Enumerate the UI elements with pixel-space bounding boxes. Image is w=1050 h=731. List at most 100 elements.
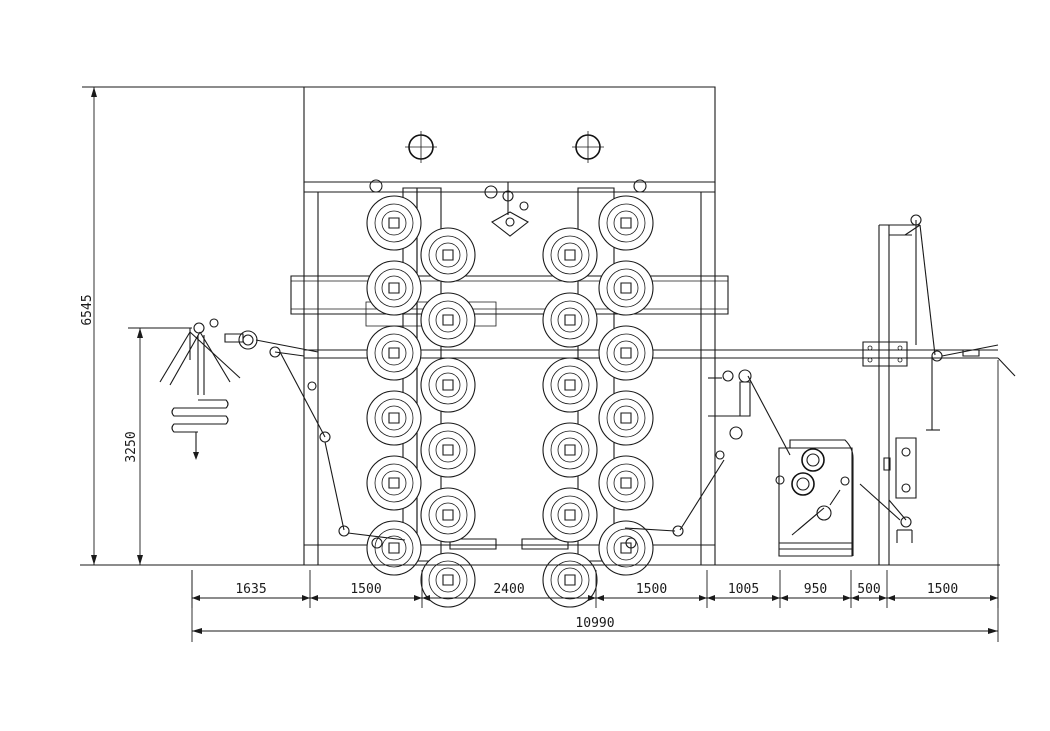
dim-arrow — [596, 595, 604, 601]
cylinder-hub — [565, 510, 575, 520]
dim-arrow — [422, 595, 430, 601]
dim-total-width: 10990 — [575, 616, 614, 631]
drying-cylinder — [382, 406, 406, 430]
drying-cylinder — [436, 438, 460, 462]
drying-cylinder — [551, 431, 589, 469]
dim-arrow — [772, 595, 780, 601]
drying-cylinders — [367, 180, 653, 607]
dim-segment-label: 1005 — [728, 582, 759, 597]
cylinder-hub — [621, 478, 631, 488]
dimensions — [82, 87, 998, 642]
exit-unit — [625, 215, 1015, 565]
drying-cylinder — [375, 204, 413, 242]
drying-cylinder — [558, 438, 582, 462]
cylinder-hub — [443, 445, 453, 455]
drying-cylinder — [436, 373, 460, 397]
drying-cylinder — [558, 243, 582, 267]
drying-cylinder — [436, 503, 460, 527]
drying-cylinder — [551, 561, 589, 599]
cylinder-hub — [389, 283, 399, 293]
drying-cylinder — [558, 503, 582, 527]
dim-arrow — [310, 595, 318, 601]
dim-segment-label: 2400 — [493, 582, 524, 597]
drying-cylinder — [436, 308, 460, 332]
cylinder-hub — [389, 543, 399, 553]
drying-cylinder — [375, 399, 413, 437]
cylinder-hub — [443, 575, 453, 585]
drying-cylinder — [551, 496, 589, 534]
main-frame — [291, 182, 728, 565]
cabinet-top — [304, 87, 715, 182]
center-tension-unit — [485, 182, 528, 236]
drying-cylinder — [382, 211, 406, 235]
drying-cylinder — [558, 568, 582, 592]
drying-cylinder — [614, 406, 638, 430]
drying-cylinder — [551, 236, 589, 274]
drying-cylinder — [614, 471, 638, 495]
drying-cylinder — [558, 373, 582, 397]
dim-arrow — [990, 595, 998, 601]
drying-cylinder — [382, 276, 406, 300]
dim-segment-label: 1500 — [927, 582, 958, 597]
cylinder-hub — [389, 413, 399, 423]
drying-cylinder — [429, 431, 467, 469]
dim-segment-label: 1635 — [235, 582, 266, 597]
dim-segment-label: 1500 — [350, 582, 381, 597]
cylinder-hub — [389, 348, 399, 358]
dim-segment-label: 500 — [857, 582, 880, 597]
drying-cylinder — [375, 334, 413, 372]
cylinder-hub — [443, 250, 453, 260]
dim-height-total: 6545 — [80, 294, 95, 325]
drying-cylinder — [614, 211, 638, 235]
dim-arrow — [192, 595, 200, 601]
guide-roller — [634, 180, 646, 192]
drying-cylinder — [429, 236, 467, 274]
dim-arrow — [707, 595, 715, 601]
dim-arrow — [879, 595, 887, 601]
drying-cylinder — [382, 471, 406, 495]
dim-arrow — [302, 595, 310, 601]
cylinder-hub — [621, 348, 631, 358]
cylinder-hub — [389, 218, 399, 228]
dim-segment-label: 950 — [804, 582, 827, 597]
cylinder-hub — [621, 218, 631, 228]
drying-cylinder — [614, 341, 638, 365]
dim-arrow — [414, 595, 422, 601]
cylinder-hub — [565, 250, 575, 260]
cylinder-hub — [621, 283, 631, 293]
dim-arrow — [843, 595, 851, 601]
drying-cylinder — [614, 276, 638, 300]
dim-segment-label: 1500 — [636, 582, 667, 597]
drying-cylinder — [607, 204, 645, 242]
cylinder-hub — [389, 478, 399, 488]
dim-arrow — [780, 595, 788, 601]
cylinder-hub — [565, 575, 575, 585]
drying-cylinder — [607, 334, 645, 372]
cylinder-hub — [443, 510, 453, 520]
drying-cylinder — [607, 269, 645, 307]
drying-cylinder — [558, 308, 582, 332]
cylinder-hub — [443, 380, 453, 390]
cylinder-hub — [565, 445, 575, 455]
cylinder-hub — [565, 380, 575, 390]
drying-cylinder — [375, 269, 413, 307]
dim-arrow — [588, 595, 596, 601]
dim-height-partial: 3250 — [124, 431, 139, 462]
drying-cylinder — [429, 496, 467, 534]
drying-cylinder — [429, 301, 467, 339]
drying-cylinder — [436, 243, 460, 267]
drying-cylinder — [429, 561, 467, 599]
dimension-labels: 6545 3250 10990 1635 1500 2400 1500 1005 950 5… — [80, 294, 958, 631]
cylinder-hub — [443, 315, 453, 325]
cylinder-hub — [621, 413, 631, 423]
dim-arrow — [887, 595, 895, 601]
drying-cylinder — [551, 301, 589, 339]
drying-cylinder — [436, 568, 460, 592]
drying-cylinder — [607, 464, 645, 502]
cylinder-hub — [565, 315, 575, 325]
drying-cylinder — [375, 464, 413, 502]
entry-unit — [160, 319, 405, 548]
drying-cylinder — [551, 366, 589, 404]
drying-cylinder — [382, 536, 406, 560]
